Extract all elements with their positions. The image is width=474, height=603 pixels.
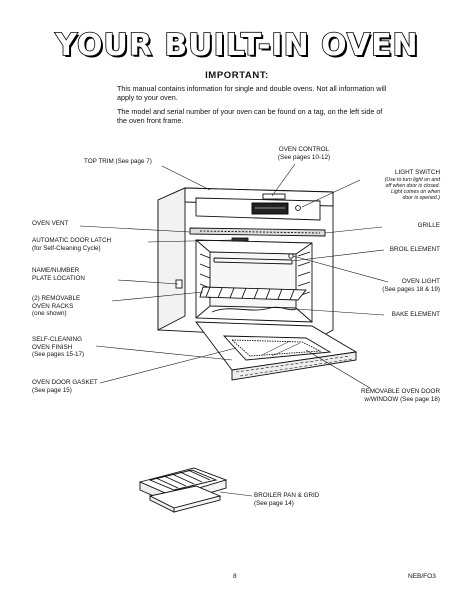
oven-light xyxy=(288,253,294,259)
control-display xyxy=(251,202,289,215)
oven-rack xyxy=(199,286,307,301)
label-door-gasket: OVEN DOOR GASKET (See page 15) xyxy=(32,379,98,394)
page-number: 8 xyxy=(233,573,237,580)
door-latch xyxy=(231,237,249,242)
broil-element xyxy=(213,257,293,265)
label-name-plate: NAME/NUMBER PLATE LOCATION xyxy=(32,267,85,282)
label-broil-element: BROIL ELEMENT xyxy=(389,246,440,253)
label-bake-element: BAKE ELEMENT xyxy=(391,311,440,318)
label-oven-control: OVEN CONTROL (See pages 10-12) xyxy=(277,146,331,161)
important-heading: IMPORTANT: xyxy=(205,70,269,81)
intro-paragraph: This manual contains information for sin… xyxy=(117,84,387,102)
label-oven-vent: OVEN VENT xyxy=(32,220,69,227)
label-oven-door: REMOVABLE OVEN DOOR w/WINDOW (See page 1… xyxy=(361,388,440,403)
label-top-trim: TOP TRIM (See page 7) xyxy=(84,158,152,165)
label-light-switch: LIGHT SWITCH (Use to turn light on and o… xyxy=(384,169,440,202)
label-door-latch: AUTOMATIC DOOR LATCH (for Self-Cleaning … xyxy=(32,237,112,252)
document-code: NEB/FO3 xyxy=(408,573,436,580)
model-paragraph: The model and serial number of your oven… xyxy=(117,107,383,125)
label-self-cleaning: SELF-CLEANING OVEN FINISH (See pages 15-… xyxy=(32,336,85,359)
broiler-pan-drawing xyxy=(138,467,228,513)
bake-element xyxy=(211,306,297,313)
label-oven-light: OVEN LIGHT (See pages 18 & 19) xyxy=(382,278,440,293)
light-switch-knob xyxy=(295,205,301,211)
label-broiler-pan: BROILER PAN & GRID (See page 14) xyxy=(254,492,320,507)
page-title: YOUR BUILT-IN OVEN xyxy=(55,27,419,64)
cabinet-side xyxy=(157,187,186,331)
label-grille: GRILLE xyxy=(417,222,440,229)
label-oven-racks: (2) REMOVABLE OVEN RACKS (one shown) xyxy=(32,295,81,318)
